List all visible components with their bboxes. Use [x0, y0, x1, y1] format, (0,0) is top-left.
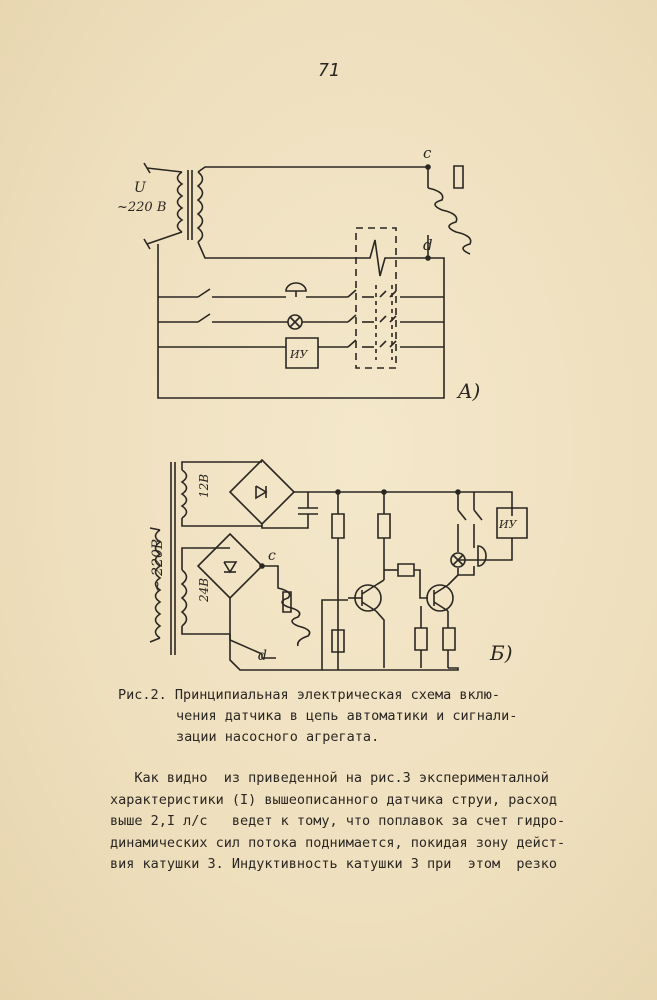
- resistor-5: [415, 628, 427, 650]
- winding-12v: [182, 470, 187, 518]
- resistor-1: [332, 514, 344, 538]
- float-a: [454, 166, 463, 188]
- resistor-3: [398, 564, 414, 576]
- figure-caption: Рис.2. Принципиальная электрическая схем…: [118, 685, 548, 748]
- float-b: [283, 592, 291, 612]
- panel-b-label: Б): [489, 641, 513, 665]
- paragraph-line-5: вия катушки 3. Индуктивность катушки 3 п…: [110, 856, 558, 872]
- bell-b: [478, 546, 486, 566]
- resistor-2: [378, 514, 390, 538]
- winding-24v-label: 24В: [197, 578, 211, 603]
- resistor-6: [332, 630, 344, 652]
- winding-24v: [182, 570, 187, 626]
- coil-a: [428, 188, 471, 254]
- transformer-a-primary: [178, 172, 183, 232]
- page-number: 71: [318, 60, 340, 81]
- control-unit-a: [286, 338, 318, 368]
- bridge-12v: [230, 460, 294, 524]
- transistor-2: [427, 585, 453, 611]
- control-unit-b-label: ИУ: [498, 518, 518, 531]
- control-unit-a-label: ИУ: [289, 348, 309, 361]
- paragraph-line-2: характеристики (I) вышеописанного датчик…: [110, 791, 558, 808]
- body-paragraph: Как видно из приведенной на рис.3 экспер…: [110, 768, 580, 876]
- diagram-b: 12В 24В ~ 220В c d ИУ Б): [150, 460, 527, 670]
- coil-b: [278, 580, 310, 646]
- supply-a-label-2: ~220 B: [117, 200, 166, 215]
- relay-a: [362, 240, 430, 276]
- caption-line-2: чения датчика в цепь автоматики и сигнал…: [176, 708, 518, 724]
- bell-a: [286, 283, 306, 291]
- node-c-b: c: [268, 548, 276, 564]
- node-c-a: c: [423, 144, 432, 162]
- transformer-a-secondary: [198, 172, 203, 242]
- caption-line-1: Рис.2. Принципиальная электрическая схем…: [118, 687, 501, 703]
- paragraph-line-3: выше 2,I л/с ведет к тому, что поплавок …: [110, 813, 566, 829]
- resistor-4: [443, 628, 455, 650]
- supply-b-label: ~ 220В: [150, 539, 166, 592]
- winding-12v-label: 12В: [197, 474, 211, 498]
- relay-dashed-box: [356, 228, 396, 368]
- panel-a-label: A): [456, 379, 480, 403]
- diagram-a: U ~220 B c d ИУ A): [117, 144, 480, 403]
- transformer-b-primary: [156, 530, 161, 638]
- caption-line-3: зации насосного агрегата.: [176, 729, 380, 745]
- paragraph-line-1: Как видно из приведенной на рис.3 экспер…: [110, 770, 549, 786]
- node-d-a: d: [423, 236, 433, 254]
- node-d-b: d: [258, 648, 267, 664]
- supply-a-label-1: U: [134, 180, 147, 196]
- paragraph-line-4: динамических сил потока поднимается, пок…: [110, 834, 566, 851]
